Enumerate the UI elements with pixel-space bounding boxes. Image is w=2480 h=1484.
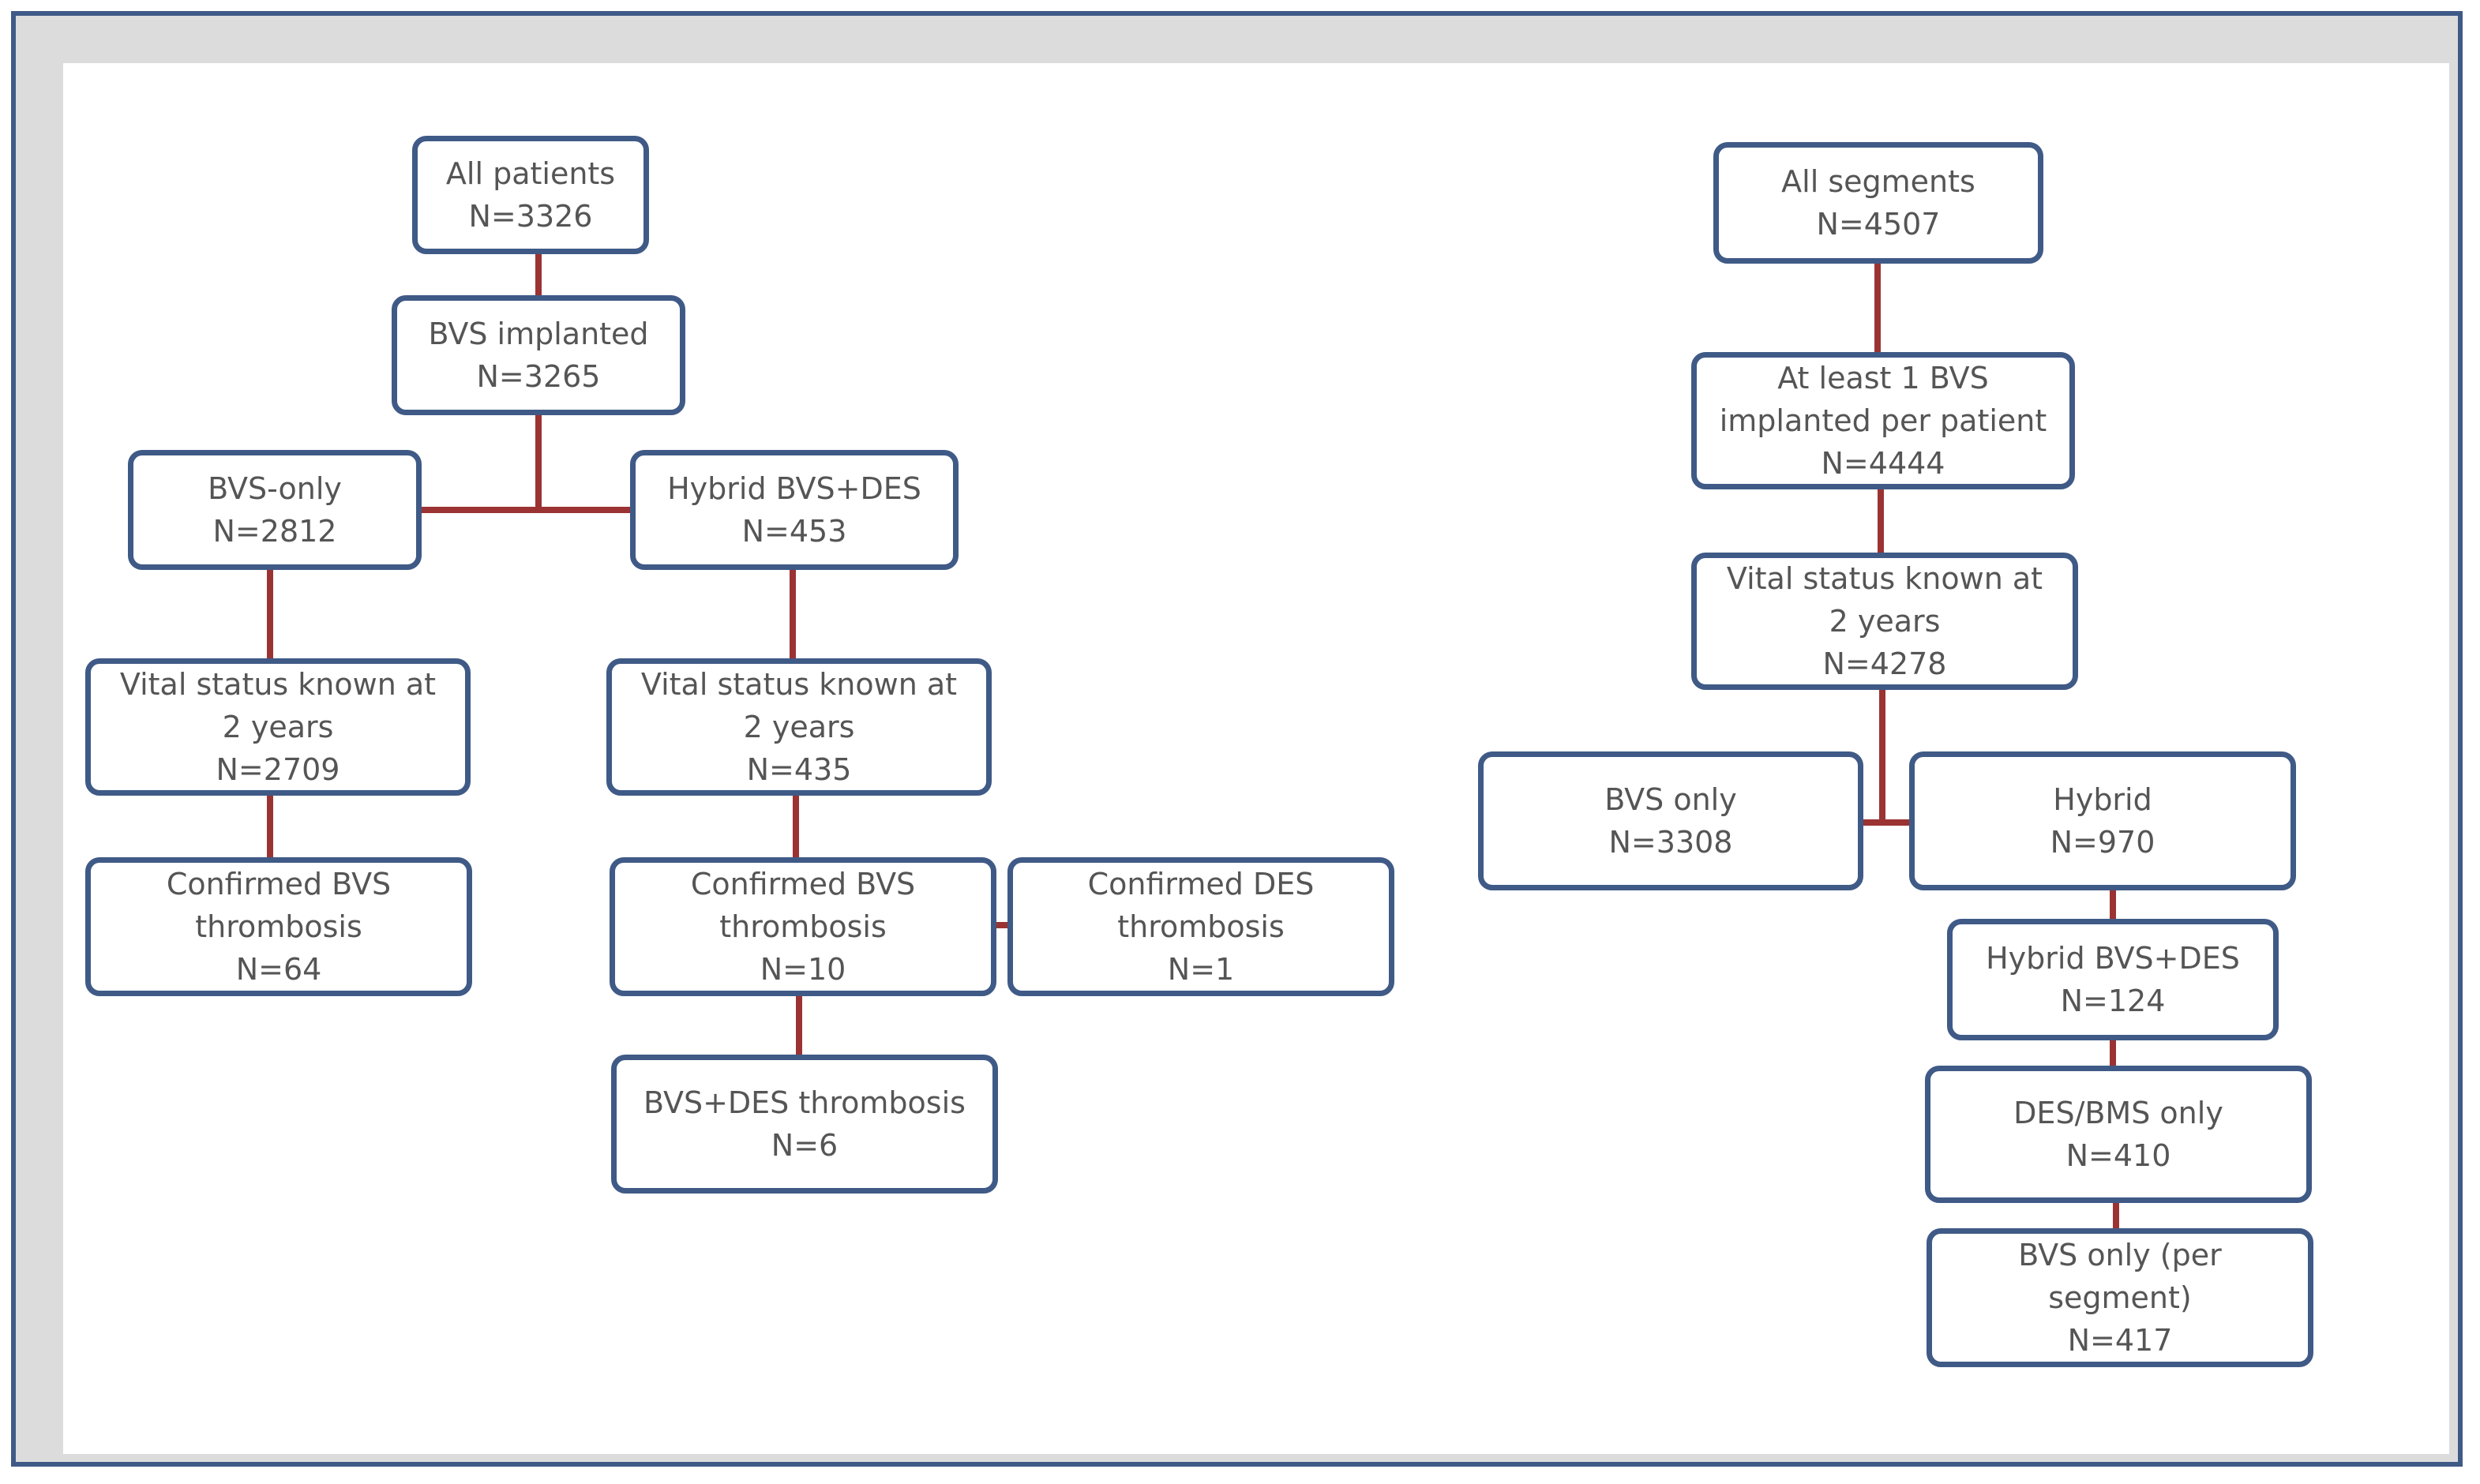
box-bvs-des-thrombosis: BVS+DES thrombosis N=6 <box>611 1055 998 1194</box>
box-vital-status-segments: Vital status known at 2 years N=4278 <box>1691 553 2078 690</box>
box-bvs-implanted: BVS implanted N=3265 <box>392 295 685 415</box>
box-hybrid-bvs-des: Hybrid BVS+DES N=453 <box>630 450 959 570</box>
box-all-segments: All segments N=4507 <box>1713 142 2043 264</box>
box-at-least-1-bvs: At least 1 BVS implanted per patient N=4… <box>1691 352 2075 489</box>
box-hybrid-segments: Hybrid N=970 <box>1909 751 2296 890</box>
box-vital-status-bvs: Vital status known at 2 years N=2709 <box>85 658 471 796</box>
box-vital-status-hybrid: Vital status known at 2 years N=435 <box>606 658 992 796</box>
box-bvs-only: BVS-only N=2812 <box>128 450 422 570</box>
box-confirmed-des-thrombosis: Confirmed DES thrombosis N=1 <box>1007 857 1394 996</box>
box-confirmed-bvs-thrombosis-left: Confirmed BVS thrombosis N=64 <box>85 857 472 996</box>
box-confirmed-bvs-thrombosis-hybrid: Confirmed BVS thrombosis N=10 <box>610 857 996 996</box>
box-hybrid-bvs-des-segments: Hybrid BVS+DES N=124 <box>1947 919 2279 1040</box>
box-all-patients: All patients N=3326 <box>412 136 649 254</box>
box-bvs-only-per-segment: BVS only (per segment) N=417 <box>1927 1228 2313 1367</box>
outer-frame <box>11 11 2463 1467</box>
box-bvs-only-segments: BVS only N=3308 <box>1478 751 1863 890</box>
box-des-bms-only: DES/BMS only N=410 <box>1925 1066 2312 1203</box>
